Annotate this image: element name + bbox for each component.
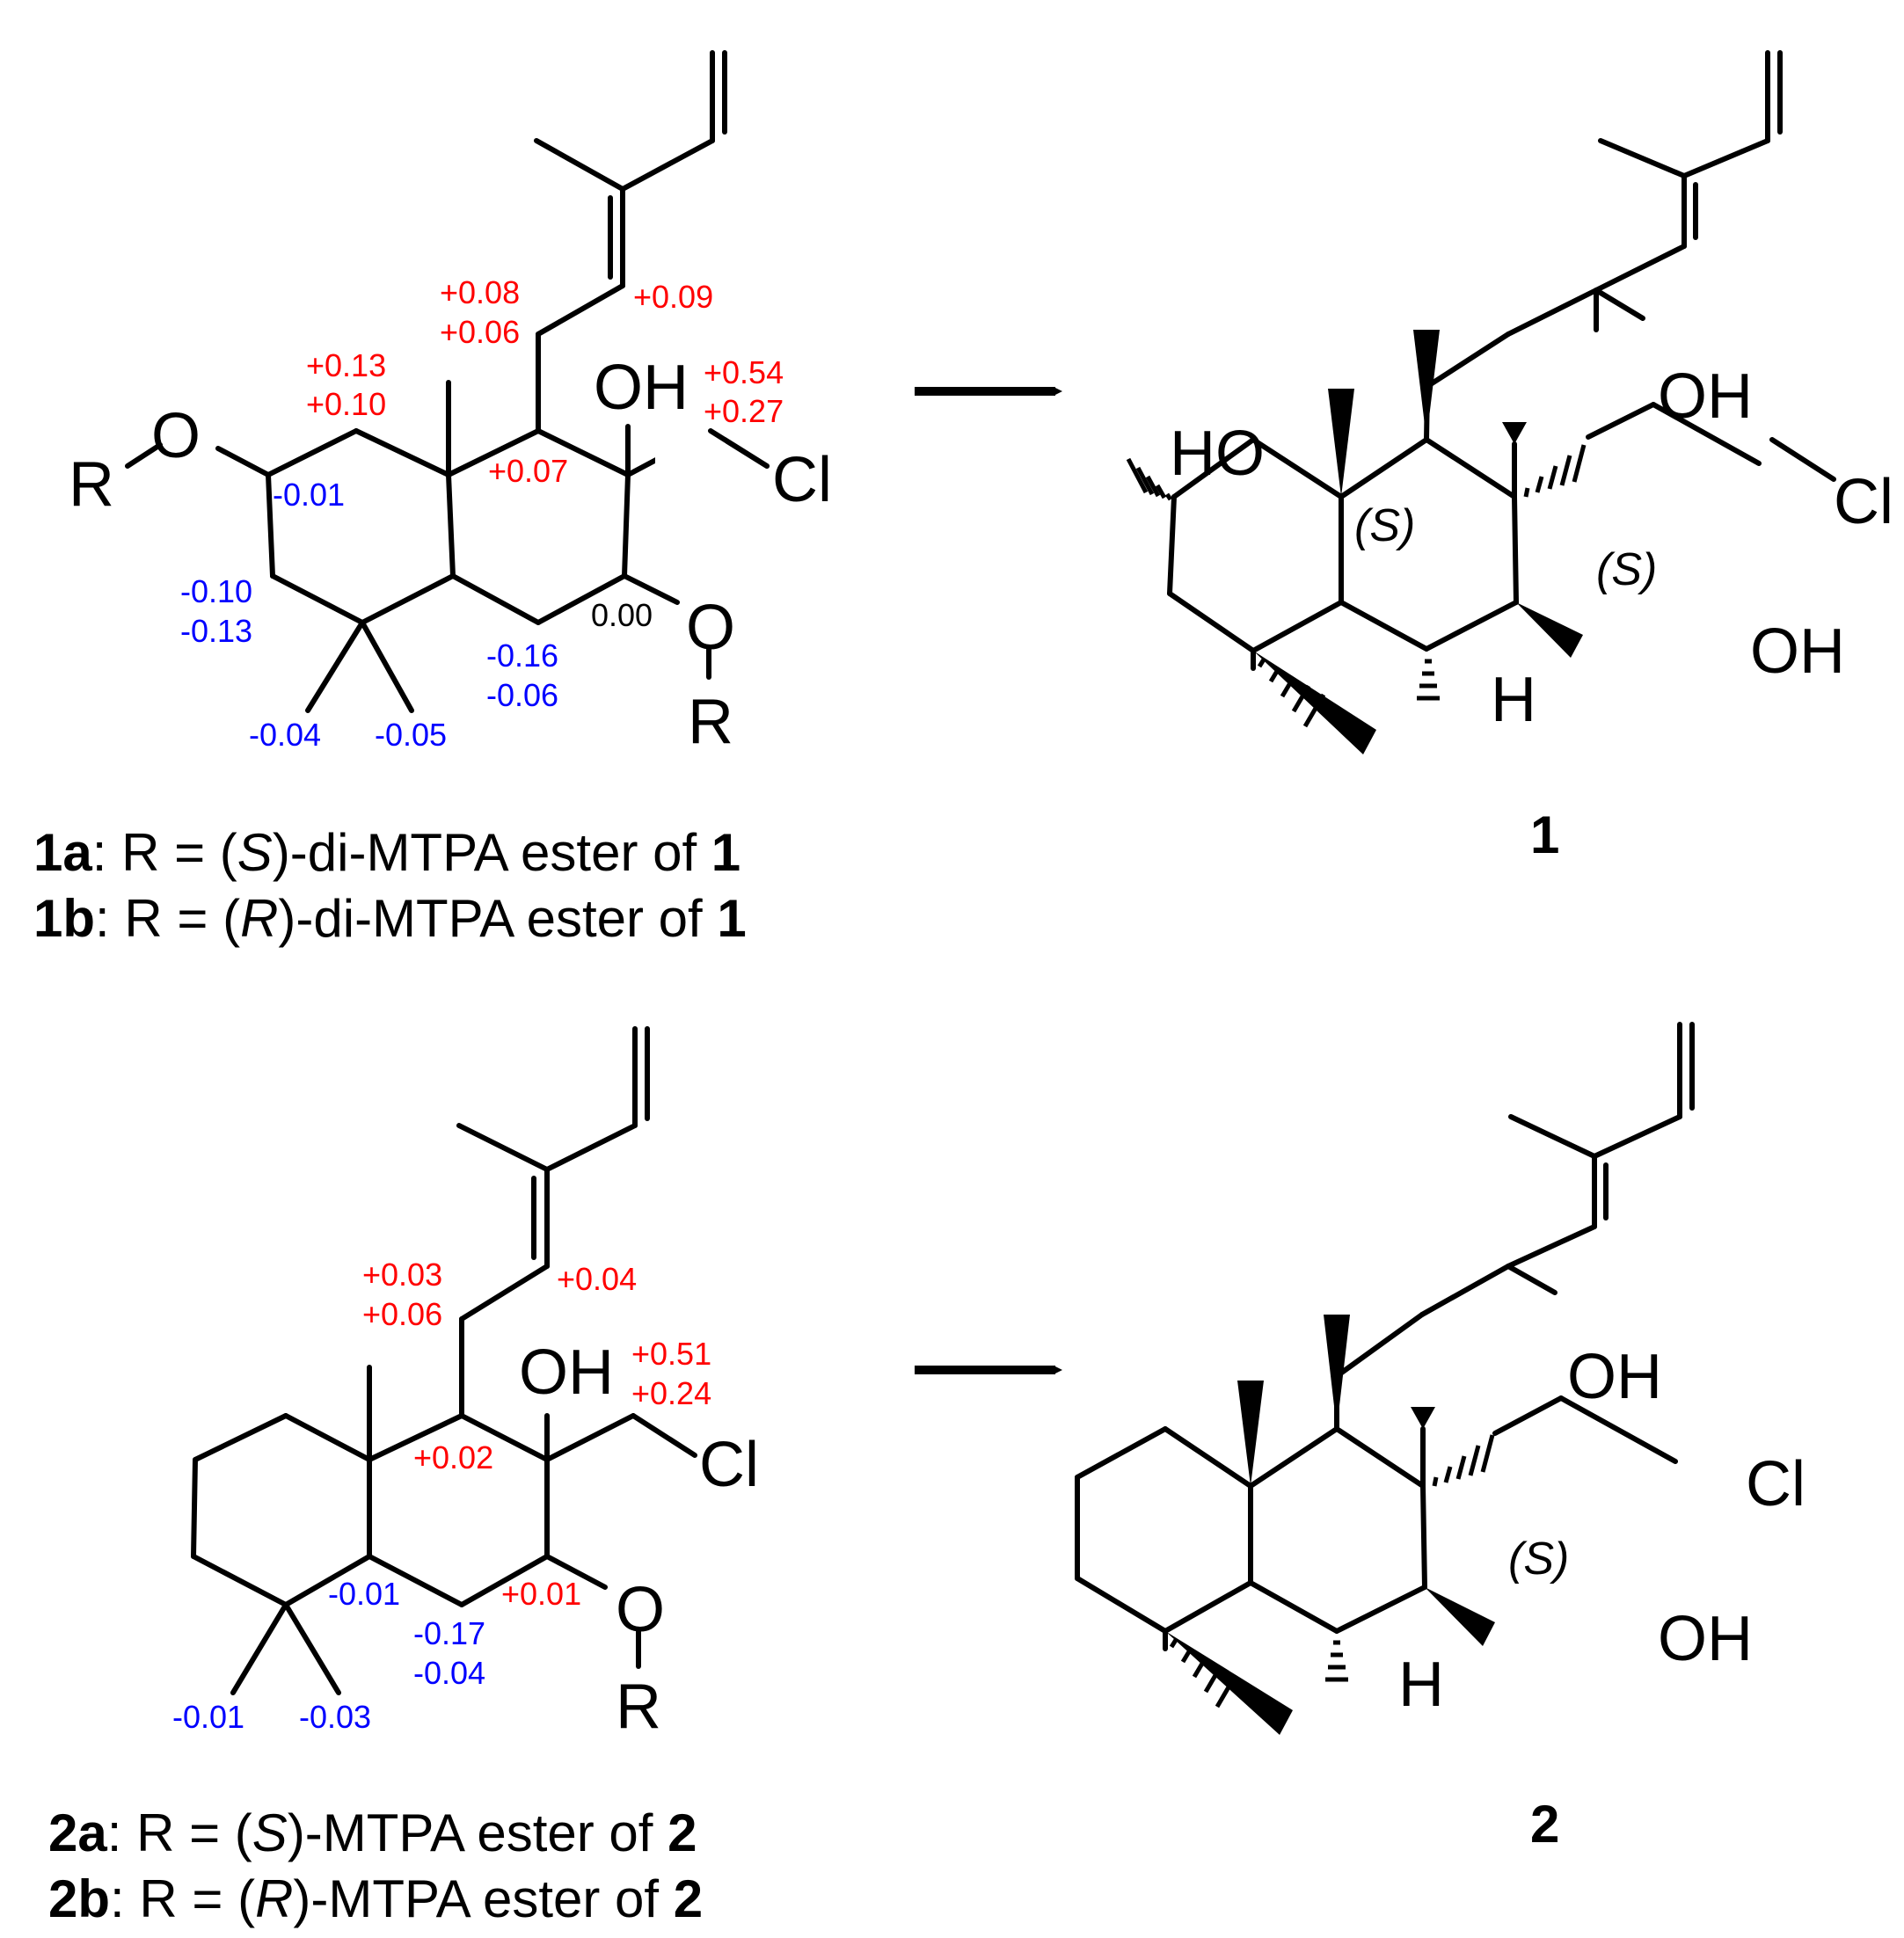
r-group: R	[688, 687, 733, 757]
compound-id: 2b	[48, 1869, 110, 1928]
compound-id: 1b	[33, 889, 95, 948]
configuration: R	[255, 1869, 293, 1928]
delta-value: +0.27	[704, 393, 784, 429]
hydroxyl-group: OH	[594, 353, 689, 423]
configuration: S	[252, 1803, 288, 1862]
r-group: R	[616, 1672, 661, 1742]
chlorine-atom: Cl	[772, 445, 832, 515]
delta-value: 0.00	[591, 597, 653, 633]
caption-2b: 2b: R = (R)-MTPA ester of 2	[48, 1869, 703, 1928]
chlorine-atom: Cl	[1746, 1449, 1806, 1519]
delta-value: -0.10	[180, 573, 252, 609]
compound-ref: 1	[711, 823, 740, 882]
r-group: R	[69, 449, 114, 520]
hydrogen-atom: H	[1491, 665, 1536, 735]
delta-value: +0.07	[488, 453, 568, 489]
hydroxyl-group: OH	[1658, 1604, 1753, 1674]
configuration: S	[237, 823, 273, 882]
caption-1b: 1b: R = (R)-di-MTPA ester of 1	[33, 889, 747, 948]
delta-value: -0.01	[273, 477, 345, 513]
configuration: R	[240, 889, 278, 948]
delta-value: -0.01	[328, 1576, 400, 1612]
bonds	[1075, 1022, 1695, 1651]
caption-1a: 1a: R = (S)-di-MTPA ester of 1	[33, 823, 740, 882]
delta-value: +0.51	[631, 1336, 711, 1372]
stereo-descriptor: (S)	[1596, 544, 1657, 595]
compound-ref: 1	[717, 889, 746, 948]
chlorine-atom: Cl	[1834, 467, 1893, 537]
compound-id: 1a	[33, 823, 92, 882]
compound-label-2: 2	[1530, 1795, 1559, 1854]
delta-value: +0.03	[362, 1257, 442, 1293]
delta-value: +0.54	[704, 354, 784, 390]
delta-value: +0.08	[440, 274, 520, 310]
hashed-bond	[1257, 658, 1326, 728]
compound-ref: 2	[674, 1869, 703, 1928]
ester-oxygen: O	[616, 1575, 665, 1645]
hashed-bond	[1325, 1640, 1348, 1682]
caption-text: )-di-MTPA ester of	[278, 889, 717, 948]
compound-ref: 2	[667, 1803, 697, 1862]
delta-value: +0.24	[631, 1375, 711, 1411]
molecule-1: HO OH Cl OH H (S) (S)	[1126, 50, 1893, 754]
ester-oxygen: O	[151, 401, 201, 471]
stereo-descriptor: (S)	[1508, 1534, 1569, 1585]
delta-value: -0.04	[249, 717, 321, 753]
delta-value: +0.06	[440, 314, 520, 350]
chlorine-atom: Cl	[699, 1430, 759, 1500]
delta-value: -0.17	[413, 1615, 485, 1651]
bonds	[1167, 50, 1836, 671]
hashed-bond	[1169, 1638, 1238, 1708]
hydroxyl-group: HO	[1170, 419, 1265, 489]
molecule-2: OH Cl OH H (S)	[1075, 1022, 1806, 1735]
compound-label-1: 1	[1530, 805, 1559, 864]
delta-value: +0.06	[362, 1296, 442, 1332]
hydroxyl-group: OH	[1750, 616, 1845, 687]
delta-value: -0.04	[413, 1655, 485, 1691]
hydrogen-atom: H	[1398, 1650, 1444, 1720]
molecule-2a-2b: OH Cl O R +0.03 +0.06 +0.04 +0.51 +0.24 …	[172, 1026, 759, 1742]
bonds	[191, 1026, 697, 1695]
caption-text: )-MTPA ester of	[288, 1803, 667, 1862]
compound-id: 2a	[48, 1803, 107, 1862]
delta-value: +0.04	[557, 1261, 637, 1297]
delta-value: -0.03	[299, 1699, 371, 1735]
hashed-bond	[1417, 659, 1440, 701]
caption-text: )-MTPA ester of	[293, 1869, 673, 1928]
caption-text: : R = (	[95, 889, 240, 948]
hydroxyl-group: OH	[1658, 361, 1753, 432]
ester-oxygen: O	[686, 593, 735, 663]
delta-value: +0.10	[306, 386, 386, 422]
hashed-bond	[1126, 457, 1173, 501]
delta-value: -0.13	[180, 613, 252, 649]
hydroxyl-group: OH	[519, 1337, 614, 1408]
stereo-descriptor: (S)	[1354, 500, 1415, 551]
hashed-bond	[1523, 444, 1587, 498]
caption-2a: 2a: R = (S)-MTPA ester of 2	[48, 1803, 697, 1862]
caption-text: )-di-MTPA ester of	[273, 823, 711, 882]
caption-text: : R = (	[107, 1803, 252, 1862]
delta-value: -0.16	[486, 638, 558, 674]
molecule-1a-1b: R O OH Cl O R +0.08 +0.06 +0.09 +0.13 +0…	[69, 50, 832, 757]
delta-value: -0.06	[486, 677, 558, 713]
delta-value: +0.01	[501, 1576, 581, 1612]
hashed-bond	[1432, 1434, 1495, 1487]
delta-value: +0.13	[306, 347, 386, 383]
delta-value: +0.02	[413, 1439, 493, 1475]
delta-value: -0.05	[375, 717, 447, 753]
hydroxyl-group: OH	[1567, 1342, 1662, 1412]
caption-text: : R = (	[92, 823, 237, 882]
delta-value: +0.09	[633, 279, 713, 315]
bonds	[125, 50, 770, 713]
delta-value: -0.01	[172, 1699, 244, 1735]
caption-text: : R = (	[110, 1869, 255, 1928]
